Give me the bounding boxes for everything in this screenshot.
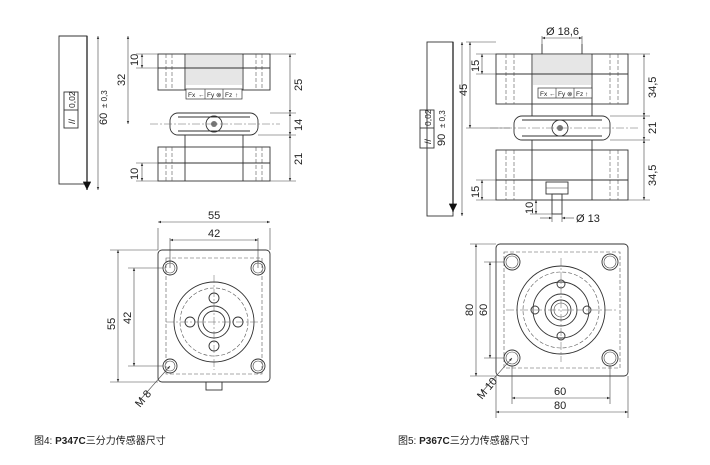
- fig5-caption-model: P367C: [419, 436, 450, 447]
- fig5-top-block: [495, 44, 629, 105]
- fig4-dim-25: 25: [293, 79, 305, 91]
- fig4-bottom-block: [157, 135, 271, 182]
- fz-arrow-icon: ↑: [235, 92, 238, 99]
- fy-into-page-icon: ⊗: [216, 92, 222, 99]
- fig5-dim-10: 10: [524, 202, 536, 214]
- fig5-bottom-block: [495, 140, 629, 201]
- fig5-dim-45: 45: [458, 84, 470, 96]
- fig4-label-fx: Fx: [188, 92, 196, 99]
- fig5-width-outer: 80: [554, 400, 566, 412]
- fig4-side-view: // 0,02 60 ± 0,3 32 10 Fx: [58, 35, 305, 190]
- fig5-dim-bottom-15: 15: [470, 186, 482, 198]
- fig4-caption-prefix: 图4:: [34, 436, 56, 447]
- fig4-plate-outline: [157, 249, 271, 391]
- fig5-caption-prefix: 图5:: [398, 436, 420, 447]
- fx-arrow-icon: ←: [198, 92, 205, 99]
- fig5-side-view: // 0,02 90 ± 0,3 45 Ø 18,6: [419, 26, 659, 225]
- fig4-dim-14: 14: [293, 119, 305, 131]
- fig4-parallel-tolerance-frame: // 0,02: [63, 91, 79, 129]
- fig5-parallel-tolerance: 0,02: [423, 109, 433, 126]
- fig4-dim-bottom-10: 10: [129, 168, 141, 180]
- fig4-width-outer: 55: [208, 210, 220, 222]
- fig5-dim-top-34-5: 34,5: [647, 77, 659, 98]
- fig5-reference-bar: [426, 41, 458, 217]
- fig4-top-view: 55 42 55: [106, 210, 271, 410]
- fig4-label-fz: Fz: [225, 92, 232, 99]
- fig4-height-outer: 55: [106, 318, 118, 330]
- parallelism-symbol: //: [67, 118, 77, 124]
- fig4-caption: 图4: P347C三分力传感器尺寸: [34, 432, 166, 447]
- fig5-height-outer: 80: [464, 304, 476, 316]
- fig5-dim-21: 21: [647, 122, 659, 134]
- fig5-width-inner: 60: [554, 386, 566, 398]
- fig4-width-inner: 42: [208, 228, 220, 240]
- fig5-label-fz: Fz: [576, 91, 583, 98]
- fig4-force-label: Fx ← Fy ⊗ Fz ↑: [185, 88, 243, 100]
- fig5-label-fy: Fy: [558, 91, 566, 98]
- fig5-plate-outline: [495, 243, 629, 377]
- fig4-height-inner: 42: [122, 312, 134, 324]
- fig5-dim-bottom-34-5: 34,5: [647, 165, 659, 186]
- fy-into-page-icon: ⊗: [567, 91, 573, 98]
- fig4-parallel-tolerance: 0,02: [67, 91, 77, 108]
- fig5-force-label: Fx ← Fy ⊗ Fz ↑: [537, 87, 593, 99]
- fig4-dim-21: 21: [293, 153, 305, 165]
- fig4-caption-model: P347C: [55, 436, 86, 447]
- fig5-dim-top-15: 15: [470, 60, 482, 72]
- fig4-center-flange: [166, 275, 262, 370]
- fig4-caption-suffix: 三分力传感器尺寸: [85, 436, 166, 447]
- fig5-label-fx: Fx: [540, 91, 548, 98]
- fig4-thread-size: M 8: [133, 388, 154, 410]
- fig4-height-tolerance: ± 0,3: [100, 90, 109, 108]
- fig5-height-tolerance: ± 0,3: [438, 110, 447, 128]
- fig4-label-fy: Fy: [207, 92, 215, 99]
- fig5-caption-suffix: 三分力传感器尺寸: [449, 436, 530, 447]
- fx-arrow-icon: ←: [549, 91, 556, 98]
- fig5-height-inner: 60: [478, 304, 490, 316]
- fig4-reference-bar: [58, 35, 92, 190]
- fig5-bottom-spigot: [545, 181, 569, 215]
- fig4-height-total: 60: [98, 113, 110, 125]
- fig4-dim-32: 32: [116, 74, 128, 86]
- fig5-sensor-ring: [490, 104, 640, 141]
- fig5-height-total: 90: [436, 134, 448, 146]
- fig4-top-block: [157, 53, 271, 91]
- fig5-caption: 图5: P367C三分力传感器尺寸: [398, 432, 530, 447]
- fz-arrow-icon: ↑: [585, 91, 588, 98]
- fig5-parallel-tolerance-frame: // 0,02: [419, 109, 435, 149]
- fig4-sensor-ring: [150, 112, 280, 136]
- fig5-top-view: 80 60 60 80 M 10: [464, 243, 629, 418]
- fig4-dim-top-10: 10: [129, 54, 141, 66]
- fig5-diameter-bottom: Ø 13: [576, 213, 600, 225]
- parallelism-symbol: //: [423, 138, 433, 144]
- fig5-diameter-top: Ø 18,6: [546, 26, 579, 38]
- fig5-center-flange: [506, 258, 616, 362]
